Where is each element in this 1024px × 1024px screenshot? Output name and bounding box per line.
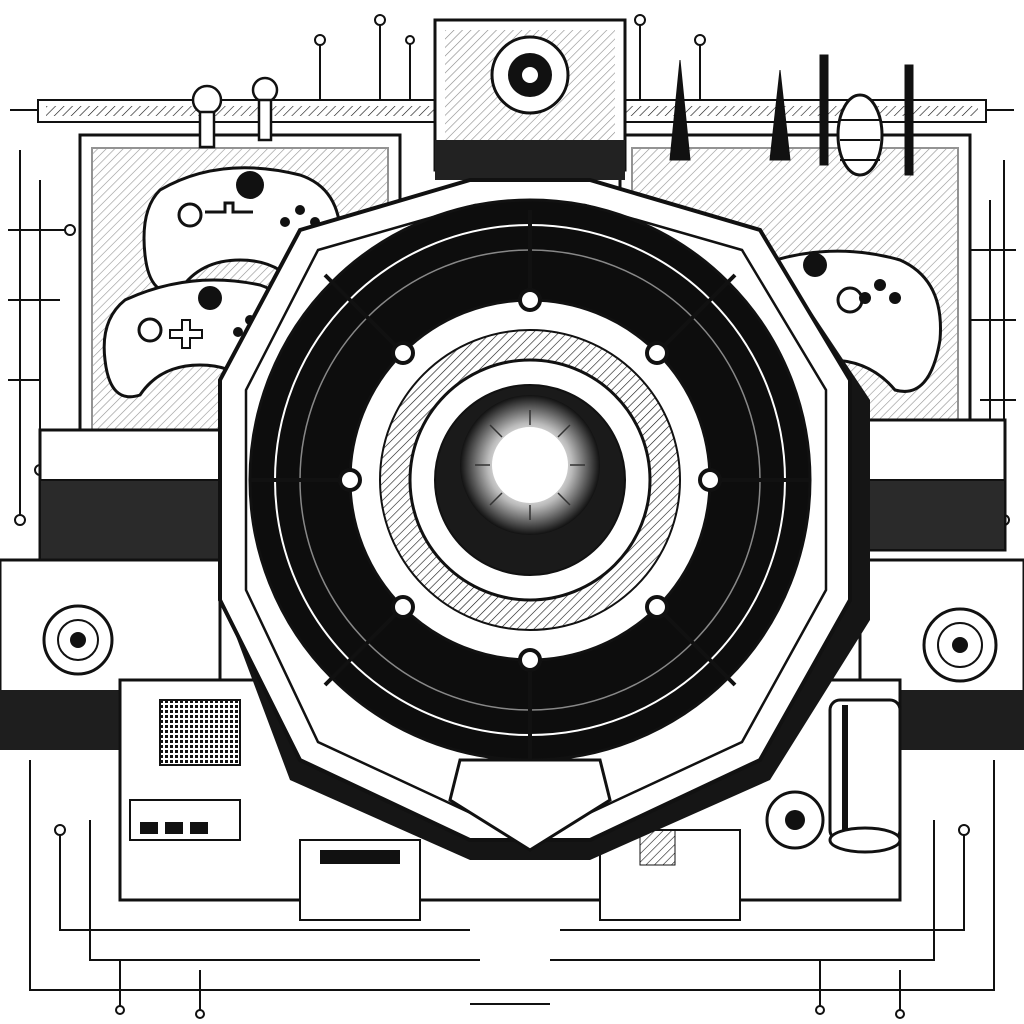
reactor-spokes (250, 210, 810, 800)
speaker-disc-right (922, 607, 998, 683)
knobs-top-left (191, 76, 279, 149)
speaker-disc-left (42, 604, 114, 676)
glowing-core (460, 395, 600, 535)
reactor-front-plate (448, 758, 612, 852)
capacitor-cylinders (765, 698, 902, 854)
spires-top-right (669, 54, 914, 177)
top-machine-block (433, 18, 627, 180)
chip-grid (159, 699, 241, 766)
